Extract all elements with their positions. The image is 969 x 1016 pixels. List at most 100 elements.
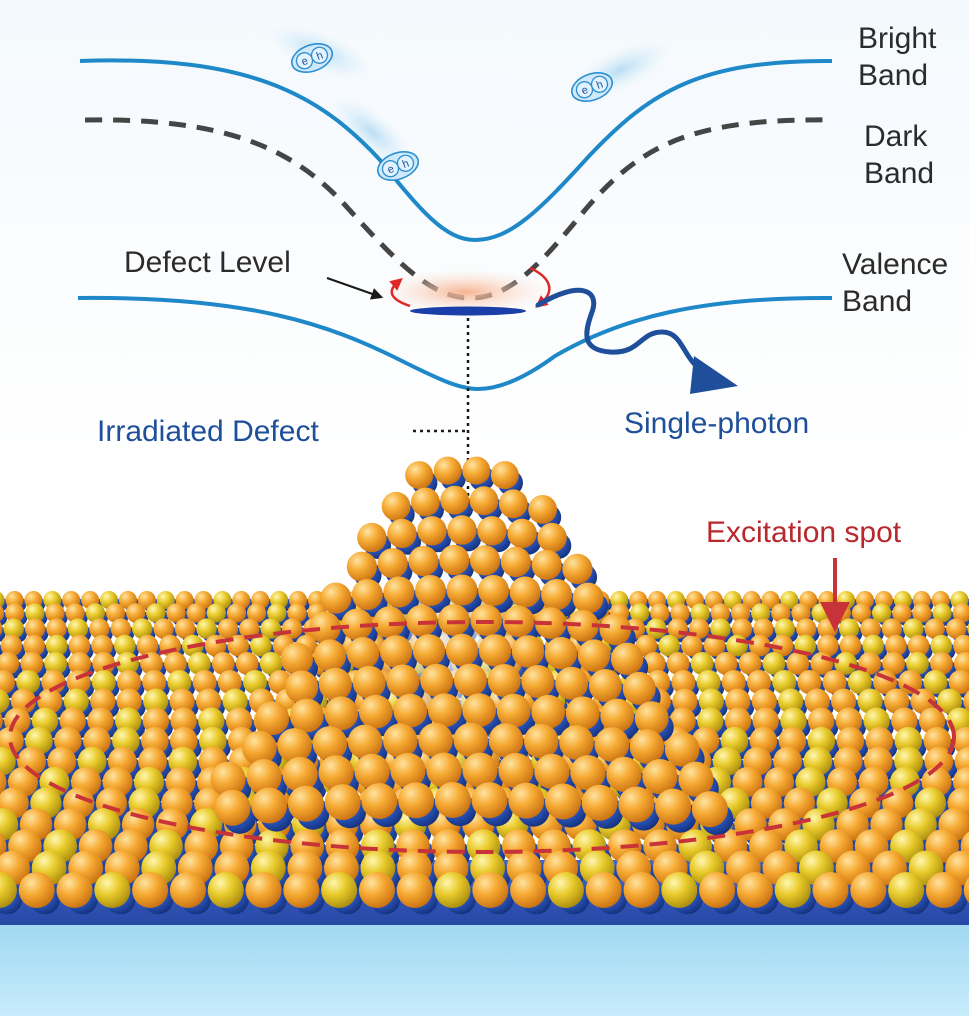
atom [354, 753, 390, 790]
atom [23, 634, 45, 657]
atom [115, 707, 142, 734]
atom [559, 725, 594, 760]
atom [924, 618, 945, 639]
atom [528, 495, 557, 524]
atom [771, 634, 794, 657]
atom [471, 782, 508, 819]
atom [379, 635, 413, 668]
atom [629, 729, 665, 764]
atom [780, 707, 807, 734]
atom [37, 688, 63, 714]
atom [585, 872, 622, 908]
exciton-h: h [595, 79, 605, 92]
atom [46, 618, 67, 639]
atom [45, 603, 65, 623]
atom [865, 726, 894, 755]
atom [907, 634, 930, 657]
atom [771, 603, 791, 623]
atom [91, 634, 113, 657]
atom [0, 712, 3, 729]
atom [881, 618, 903, 639]
atom [963, 877, 969, 903]
atom [774, 618, 795, 639]
atom [721, 670, 746, 694]
atom [186, 603, 206, 623]
dark-band-line [84, 117, 833, 301]
atom [20, 652, 44, 675]
atom [0, 592, 5, 608]
atom [577, 639, 611, 672]
atom [488, 723, 524, 758]
atom [477, 516, 507, 546]
atom [313, 639, 347, 672]
atom [490, 461, 519, 490]
atom [655, 788, 692, 825]
atom [0, 769, 7, 795]
atom [242, 730, 277, 766]
excitation-spot-ring [8, 620, 956, 854]
atom [936, 688, 963, 714]
atom [65, 603, 85, 623]
atom [250, 634, 272, 657]
atom [110, 618, 131, 639]
exciton-h: h [401, 158, 411, 171]
bright-band-label-line1: Bright [858, 22, 937, 55]
atom [255, 701, 290, 735]
atom [462, 456, 491, 485]
atom [453, 663, 487, 697]
atom [68, 652, 91, 675]
atom [555, 666, 589, 700]
atom [0, 808, 19, 841]
atom [796, 618, 817, 639]
atom [132, 872, 169, 908]
exciton-2: e h [570, 72, 614, 102]
atom [521, 665, 555, 698]
atom [283, 872, 320, 908]
atom [923, 726, 952, 755]
atom [761, 591, 780, 609]
atom [405, 604, 438, 637]
atom [812, 872, 849, 908]
atom [243, 670, 267, 694]
defect-level-label: Defect Level [124, 246, 291, 279]
atom [749, 634, 771, 657]
atom [320, 582, 352, 614]
atom [387, 518, 417, 549]
atom [169, 872, 206, 908]
atom [341, 608, 373, 641]
atom [642, 759, 678, 795]
atom [894, 726, 923, 755]
atom [358, 694, 393, 729]
defect-level-pointer [326, 277, 384, 300]
dark-band-label-line2: Band [864, 157, 935, 190]
atom [351, 579, 383, 610]
atom [470, 545, 501, 576]
atom [412, 634, 446, 667]
atom [167, 670, 192, 694]
atom [498, 752, 534, 789]
atom [361, 783, 398, 819]
atom [912, 603, 932, 623]
atom [126, 603, 146, 623]
atom [710, 618, 731, 639]
atom [478, 575, 509, 606]
atom [235, 652, 259, 675]
atom [5, 603, 25, 623]
atom [786, 652, 810, 675]
atom [105, 603, 126, 623]
atom [211, 652, 235, 675]
atom [67, 618, 89, 639]
atom [778, 688, 804, 714]
atom [678, 761, 714, 797]
atom [930, 634, 953, 657]
atom [570, 755, 606, 791]
atom [358, 872, 395, 908]
atom [10, 688, 36, 714]
atom [453, 722, 489, 758]
atom [92, 652, 115, 675]
atom [373, 606, 406, 638]
atom [462, 693, 497, 727]
atom [132, 618, 153, 639]
atom [774, 872, 811, 908]
atom [114, 634, 136, 657]
